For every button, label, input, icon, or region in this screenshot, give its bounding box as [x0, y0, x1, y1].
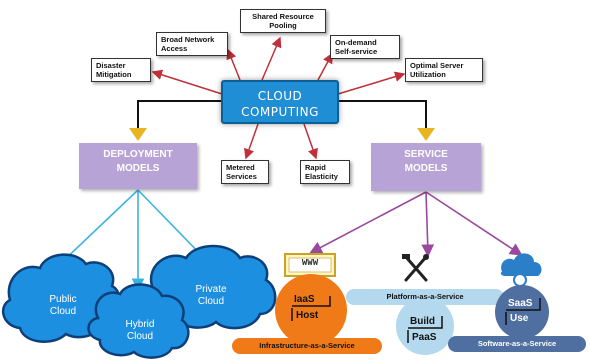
www-label: WWW	[301, 258, 319, 268]
public-cloud-label: Public Cloud	[49, 294, 77, 317]
saas-top: SaaS	[508, 298, 533, 309]
metered-services-box: Metered Services	[221, 160, 269, 184]
paas-banner: Platform-as-a-Service	[386, 292, 464, 301]
saas-banner-shape	[448, 336, 586, 352]
iaas-circle	[275, 274, 347, 346]
optimal-server-utilization-box: Optimal Server Utilization	[405, 58, 483, 82]
paas-bottom: PaaS	[412, 332, 437, 343]
service-models-box: SERVICE MODELS	[371, 143, 481, 191]
model-connectors	[137, 100, 427, 128]
deployment-arrowhead	[129, 128, 147, 141]
hybrid-cloud-label: Hybrid Cloud	[125, 319, 155, 342]
shared-resource-pooling-box: Shared Resource Pooling	[240, 9, 326, 33]
broad-network-access-box: Broad Network Access	[156, 32, 228, 56]
on-demand-self-service-box: On-demand Self-service	[330, 35, 400, 59]
build-label: Build	[410, 316, 435, 328]
iaas-banner: Infrastructure-as-a-Service	[259, 341, 355, 350]
www-icon	[284, 253, 336, 277]
deployment-models-box: DEPLOYMENT MODELS	[79, 143, 197, 189]
cloud-computing-center: CLOUD COMPUTING	[221, 80, 339, 124]
characteristic-connectors	[151, 36, 406, 160]
saas-bottom: Use	[510, 313, 529, 324]
rapid-elasticity-box: Rapid Elasticity	[300, 160, 350, 184]
cloud-gear-icon	[500, 253, 542, 287]
private-cloud-label: Private Cloud	[195, 284, 227, 307]
saas-label: SaaS	[508, 298, 532, 310]
saas-circle	[495, 285, 549, 339]
disaster-mitigation-box: Disaster Mitigation	[91, 58, 151, 82]
host-label: Host	[296, 310, 318, 322]
hybrid-cloud-shape	[87, 283, 190, 359]
service-connectors	[309, 191, 523, 258]
use-label: Use	[510, 313, 528, 325]
service-arrowhead	[417, 128, 435, 141]
center-line-2: COMPUTING	[241, 105, 319, 119]
paas-circle	[396, 297, 454, 355]
iaas-label: IaaS	[294, 294, 315, 306]
paas-label: PaaS	[412, 332, 436, 344]
center-line-1: CLOUD	[257, 89, 303, 103]
service-text-brackets	[291, 296, 541, 343]
iaas-banner-shape	[232, 338, 382, 354]
iaas-bottom: Host	[296, 310, 319, 321]
iaas-top: IaaS	[294, 294, 315, 305]
saas-banner: Software-as-a-Service	[477, 339, 557, 348]
paas-top: Build	[410, 316, 435, 327]
tools-icon	[402, 254, 429, 282]
